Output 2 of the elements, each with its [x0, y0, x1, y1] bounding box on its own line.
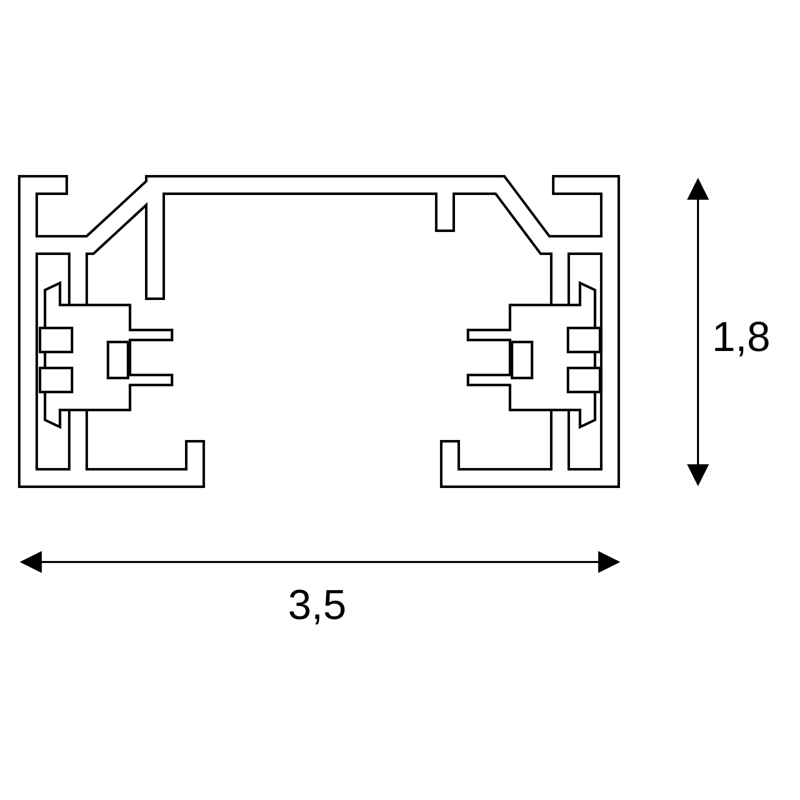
dimension-label: 1,8 — [712, 316, 770, 358]
dimension-label: 3,5 — [288, 584, 346, 626]
